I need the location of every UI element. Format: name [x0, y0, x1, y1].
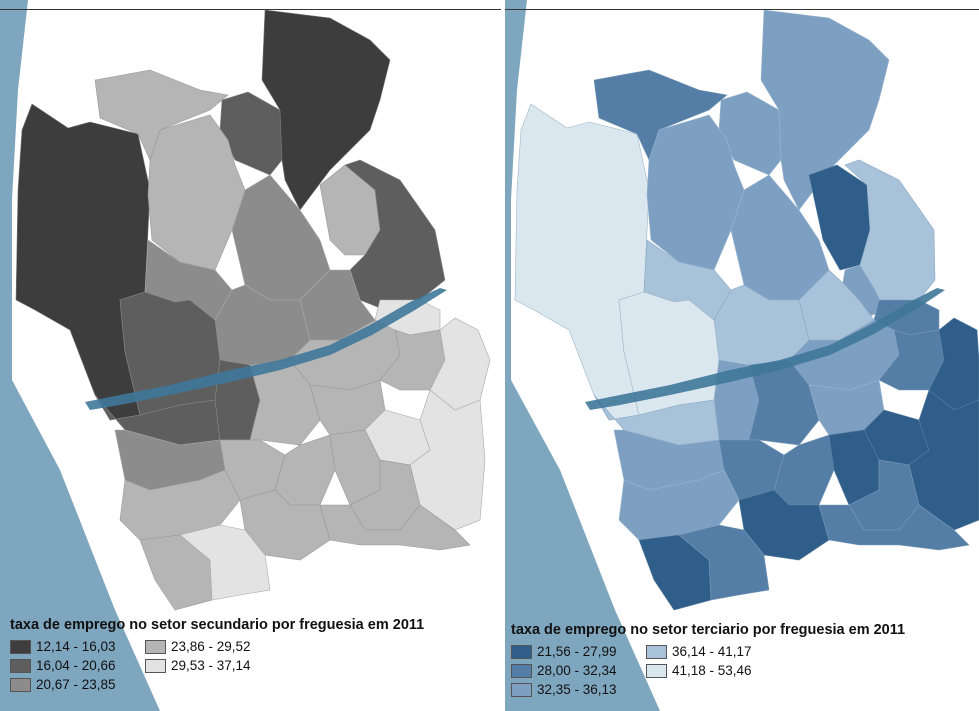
legend-swatch: [145, 658, 166, 673]
legend-title: taxa de emprego no setor secundario por …: [10, 617, 425, 633]
map-canvas-secondary: #panel-left .sea { fill: #7fa6bf; } #pan…: [0, 0, 491, 711]
legend-label: 28,00 - 32,34: [537, 663, 617, 678]
legend-swatch: [10, 639, 31, 654]
legend-item: 23,86 - 29,52: [145, 639, 295, 654]
parish-polygon: [678, 524, 770, 601]
legend-swatch: [511, 644, 532, 659]
panel-divider: [501, 0, 505, 711]
parish-polygon: [928, 317, 979, 411]
legend-item: 36,14 - 41,17: [646, 644, 796, 659]
legend-item: 32,35 - 36,13: [511, 682, 646, 697]
map-tertiary-sector: #panel-right .sea { fill: #7fa6bf; } #pa…: [505, 0, 979, 711]
parish-polygon: [618, 469, 740, 541]
legend-item: 16,04 - 20,66: [10, 658, 145, 673]
legend-title: taxa de emprego no setor terciario por f…: [511, 622, 906, 638]
legend-label: 36,14 - 41,17: [672, 644, 752, 659]
legend-label: 16,04 - 20,66: [36, 658, 116, 673]
map-canvas-tertiary: #panel-right .sea { fill: #7fa6bf; } #pa…: [505, 0, 979, 711]
legend-secondary: taxa de emprego no setor secundario por …: [10, 617, 424, 692]
legend-label: 20,67 - 23,85: [36, 677, 116, 692]
map-secondary-sector: #panel-left .sea { fill: #7fa6bf; } #pan…: [0, 0, 501, 711]
legend-label: 21,56 - 27,99: [537, 644, 617, 659]
sea: [505, 0, 660, 711]
frame-line: [505, 9, 979, 10]
frame-line: [0, 9, 501, 10]
legend-label: 41,18 - 53,46: [672, 663, 752, 678]
river-douro: [85, 288, 447, 410]
legend-item: 41,18 - 53,46: [646, 663, 796, 678]
legend-item: 29,53 - 37,14: [145, 658, 295, 673]
legend-item: 28,00 - 32,34: [511, 663, 646, 678]
legend-label: 29,53 - 37,14: [171, 658, 251, 673]
parish-polygon: [773, 434, 835, 506]
legend-swatch: [646, 663, 667, 678]
legend-item: 20,67 - 23,85: [10, 677, 145, 692]
legend-label: 12,14 - 16,03: [36, 639, 116, 654]
legend-tertiary: taxa de emprego no setor terciario por f…: [511, 622, 905, 697]
legend-swatch: [511, 663, 532, 678]
legend-label: 32,35 - 36,13: [537, 682, 617, 697]
river-douro: [585, 288, 945, 410]
legend-swatch: [646, 644, 667, 659]
parish-polygons: [0, 0, 491, 711]
legend-swatch: [10, 658, 31, 673]
legend-item: 21,56 - 27,99: [511, 644, 646, 659]
legend-swatch: [10, 677, 31, 692]
legend-label: 23,86 - 29,52: [171, 639, 251, 654]
parish-polygon: [593, 69, 728, 161]
legend-swatch: [511, 682, 532, 697]
legend-item: 12,14 - 16,03: [10, 639, 145, 654]
parish-polygon: [818, 504, 970, 551]
legend-swatch: [145, 639, 166, 654]
